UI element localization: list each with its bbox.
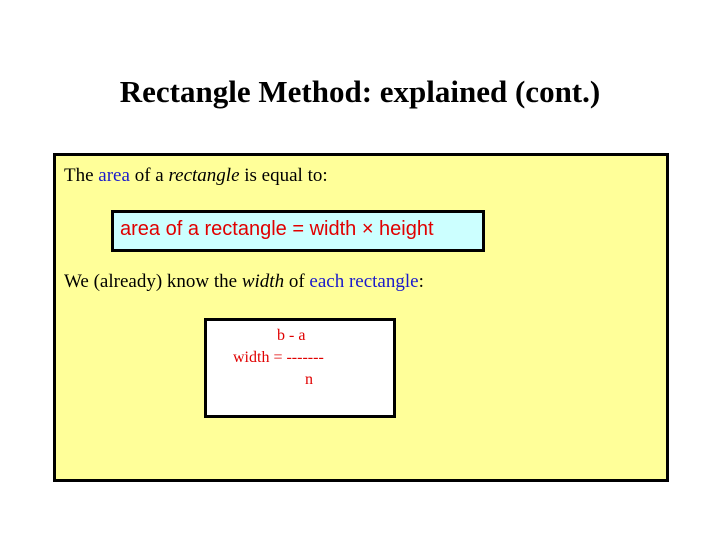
rectangle-term: rectangle: [168, 165, 240, 186]
text: We (already) know the: [64, 271, 242, 292]
width-statement: We (already) know the width of each rect…: [64, 271, 424, 293]
width-formula-box: b - a width = ------- n: [204, 318, 396, 418]
width-term: width: [241, 271, 285, 292]
text: The: [64, 165, 99, 186]
content-panel: The area of a rectangle is equal to: are…: [53, 153, 669, 482]
area-statement: The area of a rectangle is equal to:: [64, 165, 328, 187]
slide-title: Rectangle Method: explained (cont.): [119, 74, 601, 109]
text: of: [284, 271, 310, 292]
text: is equal to:: [239, 165, 328, 186]
width-formula-lhs: width = -------: [233, 349, 324, 366]
area-formula: area of a rectangle = width × height: [120, 218, 434, 240]
text: :: [418, 271, 424, 292]
text: of a: [129, 165, 169, 186]
area-formula-box: area of a rectangle = width × height: [111, 210, 485, 252]
each-rectangle-term: each rectangle: [309, 271, 419, 292]
width-formula-numerator: b - a: [277, 327, 306, 344]
width-formula-denominator: n: [305, 371, 313, 388]
area-term: area: [98, 165, 130, 186]
